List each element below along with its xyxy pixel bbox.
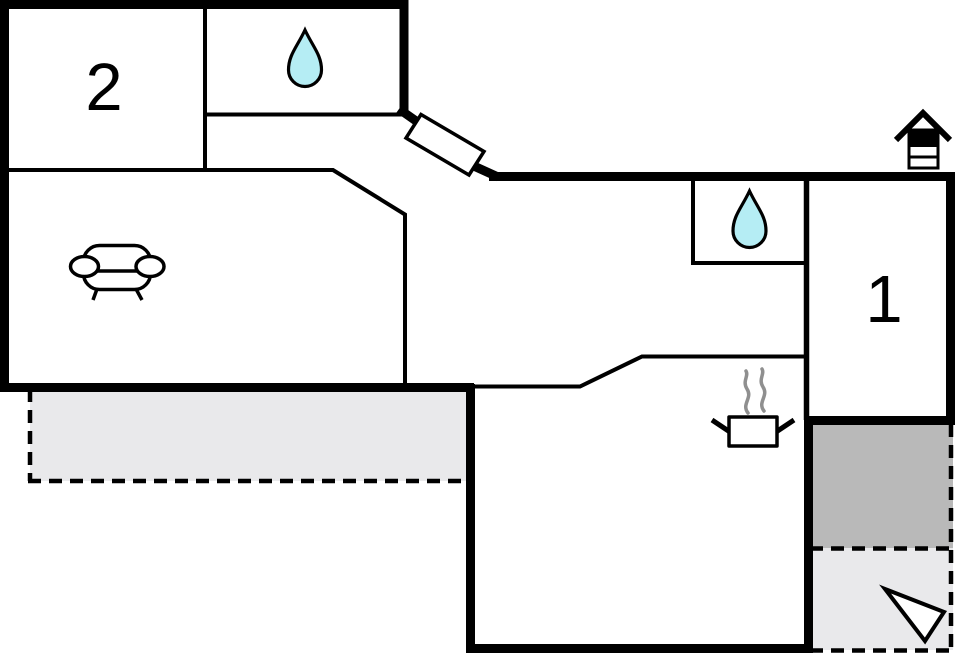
terrace-area-right bbox=[813, 548, 953, 650]
sofa-icon bbox=[68, 243, 166, 301]
interior-walls bbox=[4, 4, 807, 389]
north-arrow-icon bbox=[879, 584, 948, 645]
terrace-left-dashed-border bbox=[27, 389, 467, 484]
patio-area-dark bbox=[813, 425, 953, 548]
water-drop-icon bbox=[731, 187, 768, 250]
terrace-area-left bbox=[30, 389, 467, 481]
chimney-icon bbox=[893, 108, 953, 170]
room-label-bedroom-1: 1 bbox=[865, 262, 902, 337]
room-label-bedroom-2: 2 bbox=[85, 50, 122, 125]
terrace-right-dashed-border bbox=[810, 424, 954, 653]
water-drop-icon bbox=[286, 26, 324, 89]
door-icon bbox=[403, 112, 487, 178]
cooking-pot-with-steam-icon bbox=[710, 367, 796, 448]
